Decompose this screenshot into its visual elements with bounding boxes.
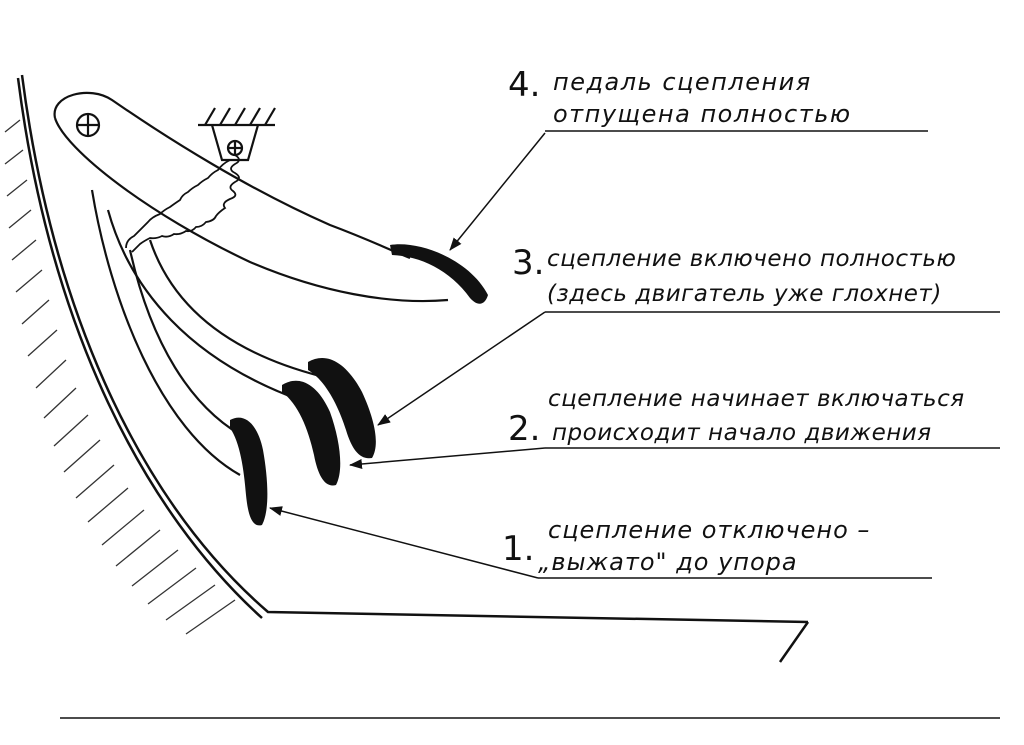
label-3-number: 3. — [512, 243, 545, 283]
firewall-hatching — [4, 119, 236, 635]
return-spring — [125, 154, 240, 253]
pedal-arms — [53, 91, 449, 476]
label-2-line2: происходит начало движения — [552, 420, 932, 446]
label-2-line1: сцепление начинает включаться — [548, 386, 965, 412]
label-1-line2: „выжато" до упора — [538, 548, 798, 576]
label-4-number: 4. — [508, 65, 541, 105]
label-underlines — [538, 130, 1000, 579]
label-4-line2: отпущена полностью — [553, 100, 852, 128]
pedal-pad-pressed — [230, 417, 268, 526]
floor-outline — [16, 74, 1000, 719]
leader-lines — [269, 132, 546, 579]
leader-line-2 — [349, 447, 546, 469]
label-1-number: 1. — [502, 529, 535, 569]
leader-line-4 — [449, 132, 546, 251]
pedal-pad-full-engaged — [308, 357, 376, 459]
spring-mount — [198, 107, 276, 162]
leader-line-3 — [377, 311, 546, 426]
pedal-pad-begin-engage — [282, 380, 341, 486]
label-4-line1: педаль сцепления — [553, 68, 812, 96]
leader-line-1 — [269, 506, 539, 579]
label-1-line1: сцепление отключено – — [548, 516, 871, 544]
pedal-pad-released — [390, 244, 488, 304]
label-3-line1: сцепление включено полностью — [547, 246, 957, 272]
label-2-number: 2. — [508, 409, 541, 449]
label-3-line2: (здесь двигатель уже глохнет) — [547, 281, 942, 307]
